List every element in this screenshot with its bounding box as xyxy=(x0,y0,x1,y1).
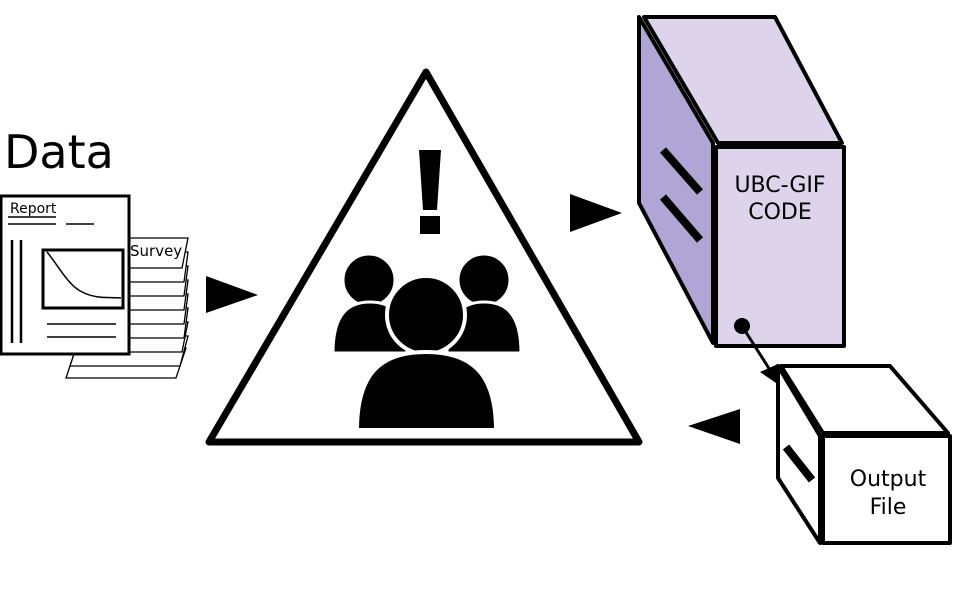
report-label: Report xyxy=(10,201,57,217)
code-label-line1: UBC-GIF xyxy=(734,173,825,198)
code-label-line2: CODE xyxy=(748,200,812,225)
output-box-front xyxy=(821,434,952,545)
arrow-right-2 xyxy=(570,194,622,232)
people-group-icon xyxy=(331,252,523,432)
code-box-side xyxy=(637,15,715,345)
report-document xyxy=(0,194,131,356)
connector-arrow xyxy=(734,318,778,383)
code-box xyxy=(637,15,846,348)
arrow-left xyxy=(688,409,740,444)
output-box-side xyxy=(776,364,822,545)
output-label-line1: Output xyxy=(850,467,927,492)
data-title: Data xyxy=(4,125,114,179)
arrow-right-1 xyxy=(206,276,258,313)
output-box-top xyxy=(779,364,950,435)
survey-label: Survey xyxy=(130,242,182,260)
exclamation-icon xyxy=(419,150,441,234)
output-file-box xyxy=(776,364,952,545)
code-box-top xyxy=(642,15,844,145)
output-label-line2: File xyxy=(870,495,907,520)
code-box-front xyxy=(714,145,846,348)
warning-triangle xyxy=(205,68,643,446)
report-graph xyxy=(41,248,125,310)
